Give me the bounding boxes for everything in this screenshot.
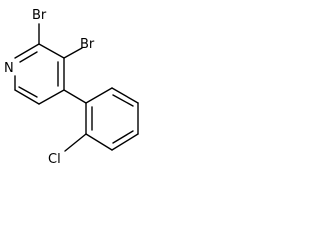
bond-c2-c3 <box>38 43 65 59</box>
atom-nitrogen: N <box>4 61 14 76</box>
atom-bromine-3: Br <box>80 37 95 52</box>
chemical-structure: N Br Br Cl <box>4 8 139 167</box>
bond-ar-cl <box>64 133 87 152</box>
bond-c3-br <box>63 47 83 59</box>
bond-c4-aryl <box>63 89 87 104</box>
bond-ar6-ar1 <box>85 87 113 104</box>
bond-n-c2-inner <box>19 51 38 63</box>
atom-bromine-2: Br <box>32 8 47 23</box>
bond-c5-c6 <box>14 89 40 105</box>
bond-c4-c5 <box>38 89 65 105</box>
bond-n-c2 <box>14 43 40 59</box>
bond-ar5-ar6-inner <box>112 94 134 107</box>
bond-ar5-ar6 <box>111 87 139 104</box>
bond-ar2-ar3 <box>85 133 113 151</box>
chlorophenyl-ring <box>85 87 139 151</box>
bond-c5-c6-inner <box>18 86 38 98</box>
atom-chlorine: Cl <box>48 152 61 167</box>
bond-ar3-ar4-inner <box>112 130 134 144</box>
bond-ar3-ar4 <box>111 133 139 151</box>
pyridine-ring <box>14 43 65 105</box>
